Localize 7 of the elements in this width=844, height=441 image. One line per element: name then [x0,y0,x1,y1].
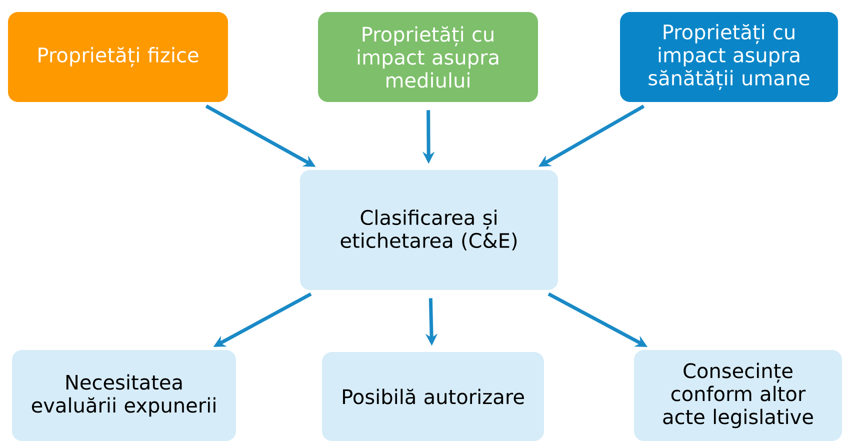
property-box: Proprietăți cu impact asupra sănătății umane [620,12,838,102]
property-box: Proprietăți fizice [8,12,228,102]
outcome-box: Consecințe conform altor acte legislative [634,350,842,441]
property-box: Proprietăți cu impact asupra mediului [318,12,538,102]
outcome-box: Necesitatea evaluării expunerii [12,350,236,441]
classification-box: Clasificarea și etichetarea (C&E) [300,170,558,290]
outcome-box: Posibilă autorizare [322,352,544,441]
